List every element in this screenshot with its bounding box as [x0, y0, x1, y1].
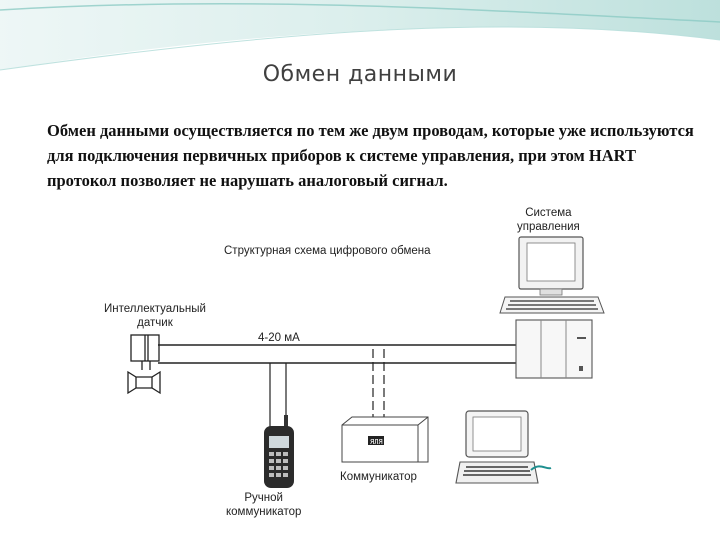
header-decoration — [0, 0, 720, 71]
control-rack-icon — [515, 319, 593, 379]
handheld-wires — [269, 363, 287, 432]
sensor-label-line1: Интеллектуальный — [104, 303, 206, 315]
current-label: 4-20 мА — [258, 332, 300, 344]
communicator-label: Коммуникатор — [340, 471, 417, 483]
diagram-caption: Структурная схема цифрового обмена — [224, 245, 431, 257]
handheld-label-line2: коммуникатор — [226, 506, 302, 518]
handheld-communicator-icon — [264, 415, 294, 488]
control-system-line1: Система — [525, 207, 572, 219]
sensor-label-line2: датчик — [137, 317, 173, 329]
communicator-screen-text: ЯЛЯ — [370, 438, 383, 446]
control-system-line2: управления — [517, 221, 580, 233]
computer-monitor-icon — [518, 236, 584, 296]
sensor-icon — [127, 334, 161, 395]
handheld-label: Ручной коммуникатор — [226, 491, 301, 519]
control-system-label: Система управления — [517, 206, 580, 234]
handheld-label-line1: Ручной — [244, 492, 283, 504]
keyboard-icon — [499, 296, 605, 314]
sensor-label: Интеллектуальный датчик — [104, 302, 206, 330]
communicator-wires — [372, 349, 385, 418]
body-text: Обмен данными осуществляется по тем же д… — [47, 121, 694, 190]
laptop-icon — [455, 410, 552, 484]
communicator-box-icon: ЯЛЯ — [341, 416, 429, 463]
loop-wires — [158, 344, 520, 364]
slide-title: Обмен данными — [262, 62, 458, 87]
